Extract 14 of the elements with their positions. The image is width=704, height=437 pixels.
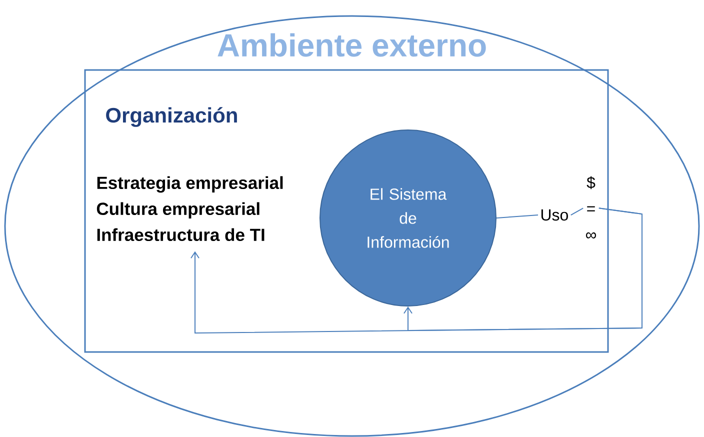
ellipse-region: [4, 15, 700, 437]
text-line: Estrategia empresarial: [97, 176, 283, 193]
text-line: Cultura empresarial: [96, 202, 260, 219]
connector: [404, 208, 642, 332]
organization-box: [84, 69, 609, 353]
connector: [570, 208, 584, 216]
text-line: Infraestructura de TI: [97, 228, 264, 242]
box-heading: Organización: [106, 107, 237, 127]
symbol: ∞: [586, 232, 596, 238]
symbol: $: [586, 176, 596, 190]
flow-label: Uso: [541, 209, 568, 221]
region-title: Ambiente externo: [218, 33, 486, 57]
connector: [496, 214, 538, 218]
symbol: =: [587, 206, 595, 212]
